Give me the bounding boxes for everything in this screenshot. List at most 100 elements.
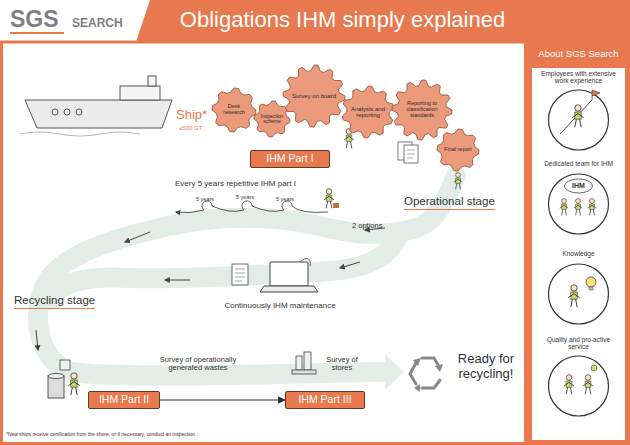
feature-heading: Dedicated team for IHM (536, 161, 621, 168)
waste-illustration (68, 373, 79, 395)
survey-label: Survey of stores (318, 356, 366, 373)
ship-label: Ship* (176, 108, 207, 123)
feature-heading: Knowledge (536, 251, 621, 258)
ship-illustration (20, 132, 140, 136)
interval-label: 5 years (196, 196, 214, 202)
circle-outline (549, 174, 609, 234)
recycle-symbol (410, 363, 416, 384)
waste-illustration (48, 374, 64, 379)
repeat-loops (176, 201, 328, 213)
circle-outline (549, 264, 609, 324)
team-figures (588, 199, 596, 216)
team-figures (560, 179, 596, 215)
stores-illustration (292, 352, 316, 374)
circle-outline (549, 356, 609, 416)
stage-label: Recycling stage (14, 294, 95, 309)
interval-label: 5 years (236, 194, 254, 200)
stores-illustration (296, 356, 302, 370)
recycle-symbol (422, 380, 440, 388)
option-label: Continuously IHM maintenance (190, 302, 370, 311)
option-label: 2 options (352, 222, 382, 230)
ship-illustration (52, 109, 58, 115)
recycle-symbol (410, 358, 443, 392)
gear-step: Survey on board (283, 65, 345, 127)
flow-arrow (125, 232, 150, 242)
gear-label: Desk research (217, 104, 251, 116)
gear-outline (392, 80, 452, 140)
gear-label: Inspection scheme (258, 114, 286, 125)
feature-circle: Knowledge (536, 250, 621, 328)
laptop-illustration (232, 259, 318, 292)
gear-step: Desk research (212, 88, 256, 132)
gear-step: Analysis and reporting (342, 86, 394, 138)
result-label: Ready for recycling! (450, 352, 522, 381)
handshake-figures (591, 365, 597, 371)
page-frame (2, 42, 526, 444)
handshake-figures (583, 375, 593, 395)
flow-connector (160, 399, 285, 400)
flow-arrow (36, 330, 38, 350)
flow-band (38, 176, 456, 376)
band-arrow-head (385, 354, 404, 390)
logo-text: SGS (10, 7, 59, 33)
bubble-text: IHM (567, 182, 591, 189)
interval-label: 5 years (276, 196, 294, 202)
header-band (10, 32, 64, 34)
circle-shape (536, 160, 621, 238)
waste-illustration (48, 360, 80, 398)
climbing-figure (592, 90, 600, 100)
laptop-illustration (260, 286, 318, 292)
ship-illustration (76, 109, 82, 115)
feature-circle: Dedicated team for IHM IHM (536, 160, 621, 238)
page-title: Obligations IHM simply explained (160, 8, 525, 33)
waste-illustration (48, 376, 64, 398)
flow-connector-group (160, 400, 285, 401)
feature-circle: Quality and pro-active service (536, 336, 621, 420)
gear-step: Final report (437, 129, 479, 171)
laptop-illustration (232, 264, 248, 285)
laptop-illustration (235, 269, 245, 281)
gear-outline (342, 86, 393, 138)
loop-label: Every 5 years repetitive IHM part I (175, 180, 296, 189)
climbing-figure (572, 105, 583, 127)
documents-illustration (404, 145, 418, 163)
gear-outline (212, 88, 256, 132)
flow-arrow (165, 280, 190, 281)
feature-heading: Quality and pro-active service (536, 337, 621, 351)
laptop-illustration (300, 259, 310, 266)
handshake-figures (564, 365, 597, 394)
ship-illustration (64, 109, 70, 115)
waste-illustration (60, 360, 70, 370)
flow-band (50, 232, 400, 300)
surveyor-figure (324, 189, 334, 209)
team-figures (560, 199, 568, 216)
gear-outline (283, 65, 345, 127)
recycle-symbol (414, 384, 420, 392)
climbing-figure (560, 100, 592, 134)
gear-step: Reporting to classification standards (392, 80, 452, 140)
gear-label: Survey on board (292, 93, 336, 99)
recycle-symbol (413, 358, 421, 366)
flow-arrow (340, 262, 360, 268)
part-label: IHM Part III (298, 394, 351, 405)
surveyor-figure (333, 203, 339, 208)
flow-arrow (36, 228, 385, 350)
logo-text: SEARCH (72, 17, 123, 30)
gear-label: Reporting to classification standards (399, 101, 446, 118)
gear-label: Final report (444, 147, 472, 153)
team-figures (565, 179, 593, 193)
ship-size: ≥500 GT (179, 125, 202, 132)
gear-outline (437, 129, 479, 171)
ship-illustration (148, 76, 156, 86)
header-band (0, 0, 630, 42)
circle-outline (549, 90, 609, 150)
part-label: IHM Part II (99, 394, 149, 405)
team-figures (574, 199, 582, 216)
documents-illustration (407, 150, 415, 158)
header-band (0, 0, 630, 42)
ship-illustration (20, 76, 172, 136)
feature-heading: Employees with extensive work experience (536, 71, 621, 85)
footnote: *New ships receive certification from th… (6, 432, 521, 438)
stage-label: Operational stage (404, 195, 495, 210)
part-label: IHM Part I (266, 153, 313, 164)
